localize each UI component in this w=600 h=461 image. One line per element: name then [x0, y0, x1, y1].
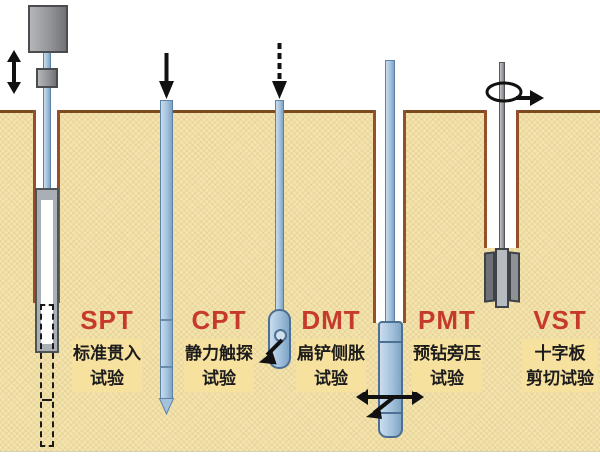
spt-acronym-label: SPT [80, 305, 134, 335]
pmt-probe-seam [380, 341, 401, 343]
spt-name-line1: 标准贯入 [73, 344, 141, 363]
dmt-name-label: 扁铲侧胀 试验 [296, 339, 366, 392]
vst-acronym-label: VST [533, 305, 587, 335]
vst-name-line2: 剪切试验 [526, 369, 594, 388]
pmt-probe-seam [380, 412, 401, 414]
vst-vane-center-blade [495, 248, 509, 308]
vst-name-label: 十字板 剪切试验 [522, 339, 598, 392]
cpt-cone-tip [158, 398, 175, 416]
spt-projection-dashed-outline [40, 304, 54, 447]
dmt-push-down-dashed-arrow-icon [271, 43, 288, 99]
spt-projection-divider [42, 399, 52, 401]
vst-name-line1: 十字板 [534, 344, 586, 363]
dmt-expansion-arrow-icon [254, 336, 288, 366]
vst-vane-left-blade [484, 251, 495, 303]
cpt-rod-joint [161, 366, 172, 368]
cpt-acronym-label: CPT [191, 305, 247, 335]
pmt-probe [378, 321, 403, 438]
pmt-acronym-label: PMT [418, 305, 476, 335]
dmt-acronym-label: DMT [301, 305, 361, 335]
dmt-rod [275, 100, 284, 314]
vst-vane-right-blade [509, 251, 520, 303]
spt-name-label: 标准贯入 试验 [72, 339, 142, 392]
dmt-name-line2: 试验 [314, 369, 348, 388]
cpt-name-line1: 静力触探 [185, 344, 253, 363]
spt-hammer [28, 5, 68, 53]
cpt-push-down-arrow-icon [158, 53, 175, 99]
spt-sampler-slot [41, 200, 53, 344]
cpt-name-line2: 试验 [202, 369, 236, 388]
cpt-rod-joint [161, 319, 172, 321]
spt-anvil [36, 68, 58, 88]
spt-name-line2: 试验 [90, 369, 124, 388]
pmt-expansion-arrows-icon [356, 386, 426, 420]
pmt-rod [385, 60, 395, 325]
pmt-name-line2: 试验 [430, 369, 464, 388]
pmt-name-line1: 预钻旁压 [413, 344, 481, 363]
cpt-name-label: 静力触探 试验 [184, 339, 254, 392]
pmt-name-label: 预钻旁压 试验 [412, 339, 482, 392]
dmt-name-line1: 扁铲侧胀 [297, 344, 365, 363]
cpt-rod [160, 100, 173, 400]
spt-updown-impact-arrow-icon [5, 50, 23, 94]
vst-rotation-arrow-icon [482, 80, 546, 108]
